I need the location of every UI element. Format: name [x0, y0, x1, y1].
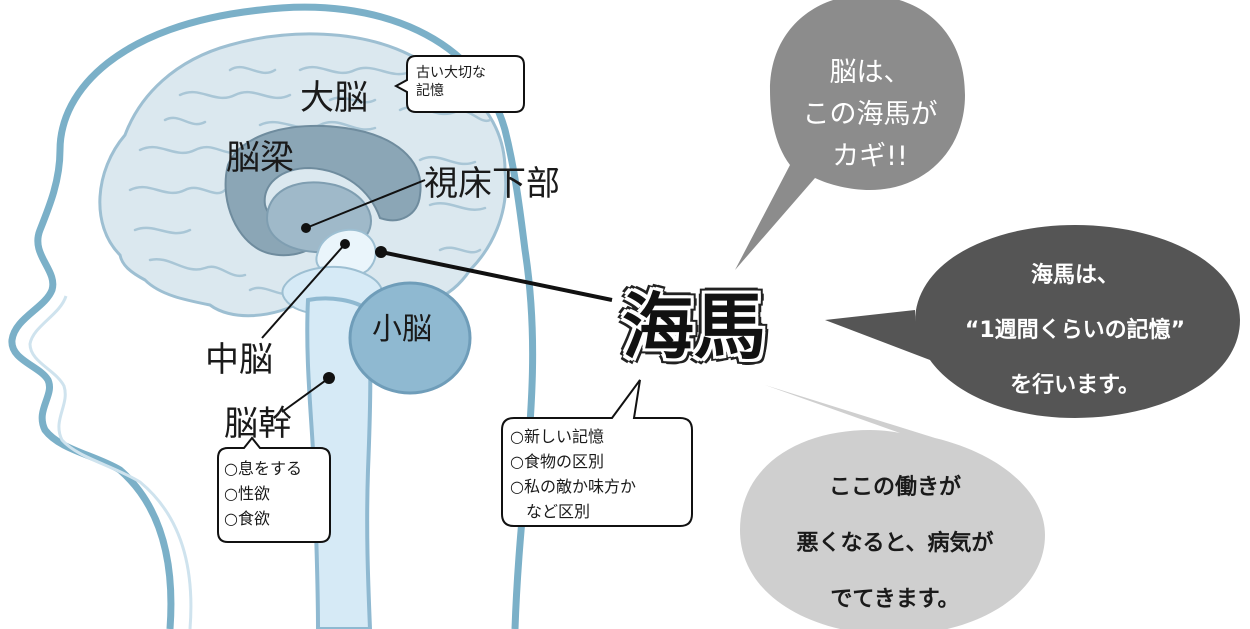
key-bubble-shape [735, 0, 965, 270]
brainstem-pointer [281, 377, 330, 413]
hippocampus-note-line: ○食物の区別 [510, 452, 604, 471]
brainstem-note-box [217, 436, 331, 543]
hippocampus-pointer [380, 250, 613, 302]
cerebellum-shape [348, 281, 472, 395]
key-bubble-line: カギ!! [832, 141, 908, 172]
memory-bubble-line: “1週間くらいの記憶” [964, 318, 1186, 343]
cerebellum-label: 小脳 [372, 312, 432, 347]
cerebrum-note-line: 記憶 [416, 83, 444, 99]
head-outline [8, 3, 537, 629]
hippocampus-note: ○新しい記憶 ○食物の区別 ○私の敵か味方か など区別 [510, 424, 636, 524]
disease-bubble-line: ここの働きが [828, 475, 961, 500]
hippocampus-shape [315, 228, 377, 278]
head-inner-outline [28, 295, 193, 629]
memory-bubble-line: 海馬は、 [1030, 263, 1119, 288]
brainstem-note: ○息をする ○性欲 ○食欲 [224, 456, 302, 531]
key-bubble-line: 脳は、 [829, 57, 911, 88]
key-bubble-line: この海馬が [802, 99, 938, 130]
disease-bubble-line: 悪くなると、病気が [796, 531, 994, 556]
cerebrum-label: 大脳 [300, 78, 368, 118]
memory-bubble-text: 海馬は、 “1週間くらいの記憶” を行います。 [920, 248, 1230, 413]
memory-bubble-line: を行います。 [1010, 373, 1140, 398]
cerebrum-note-line: 古い大切な [416, 65, 486, 81]
hippocampus-note-line: ○新しい記憶 [510, 427, 604, 446]
hippocampus-note-line: ○私の敵か味方か [510, 477, 636, 496]
disease-bubble-line: でてきます。 [830, 587, 960, 612]
brainstem-note-line: ○食欲 [224, 509, 270, 528]
midbrain-label: 中脳 [205, 340, 273, 380]
hippocampus-label: 海馬 [622, 285, 767, 369]
hippocampus-note-box [501, 379, 693, 527]
brainstem-label: 脳幹 [224, 404, 292, 444]
memory-bubble-shape [825, 225, 1240, 418]
cerebrum-note-box [393, 55, 525, 113]
midbrain-pointer [261, 243, 346, 339]
disease-bubble-shape [740, 385, 1045, 629]
hippocampus-note-line: など区別 [510, 502, 591, 521]
key-bubble-text: 脳は、 この海馬が カギ!! [780, 52, 960, 178]
corpus-callosum-label: 脳梁 [226, 138, 294, 178]
hypothalamus-pointer [305, 179, 426, 229]
brainstem-note-line: ○性欲 [224, 484, 270, 503]
cerebrum-note: 古い大切な 記憶 [416, 64, 486, 100]
cerebrum-shape [98, 32, 508, 318]
hypothalamus-label: 視床下部 [424, 164, 560, 204]
disease-bubble-text: ここの働きが 悪くなると、病気が でてきます。 [760, 460, 1030, 628]
brainstem-note-line: ○息をする [224, 459, 302, 478]
